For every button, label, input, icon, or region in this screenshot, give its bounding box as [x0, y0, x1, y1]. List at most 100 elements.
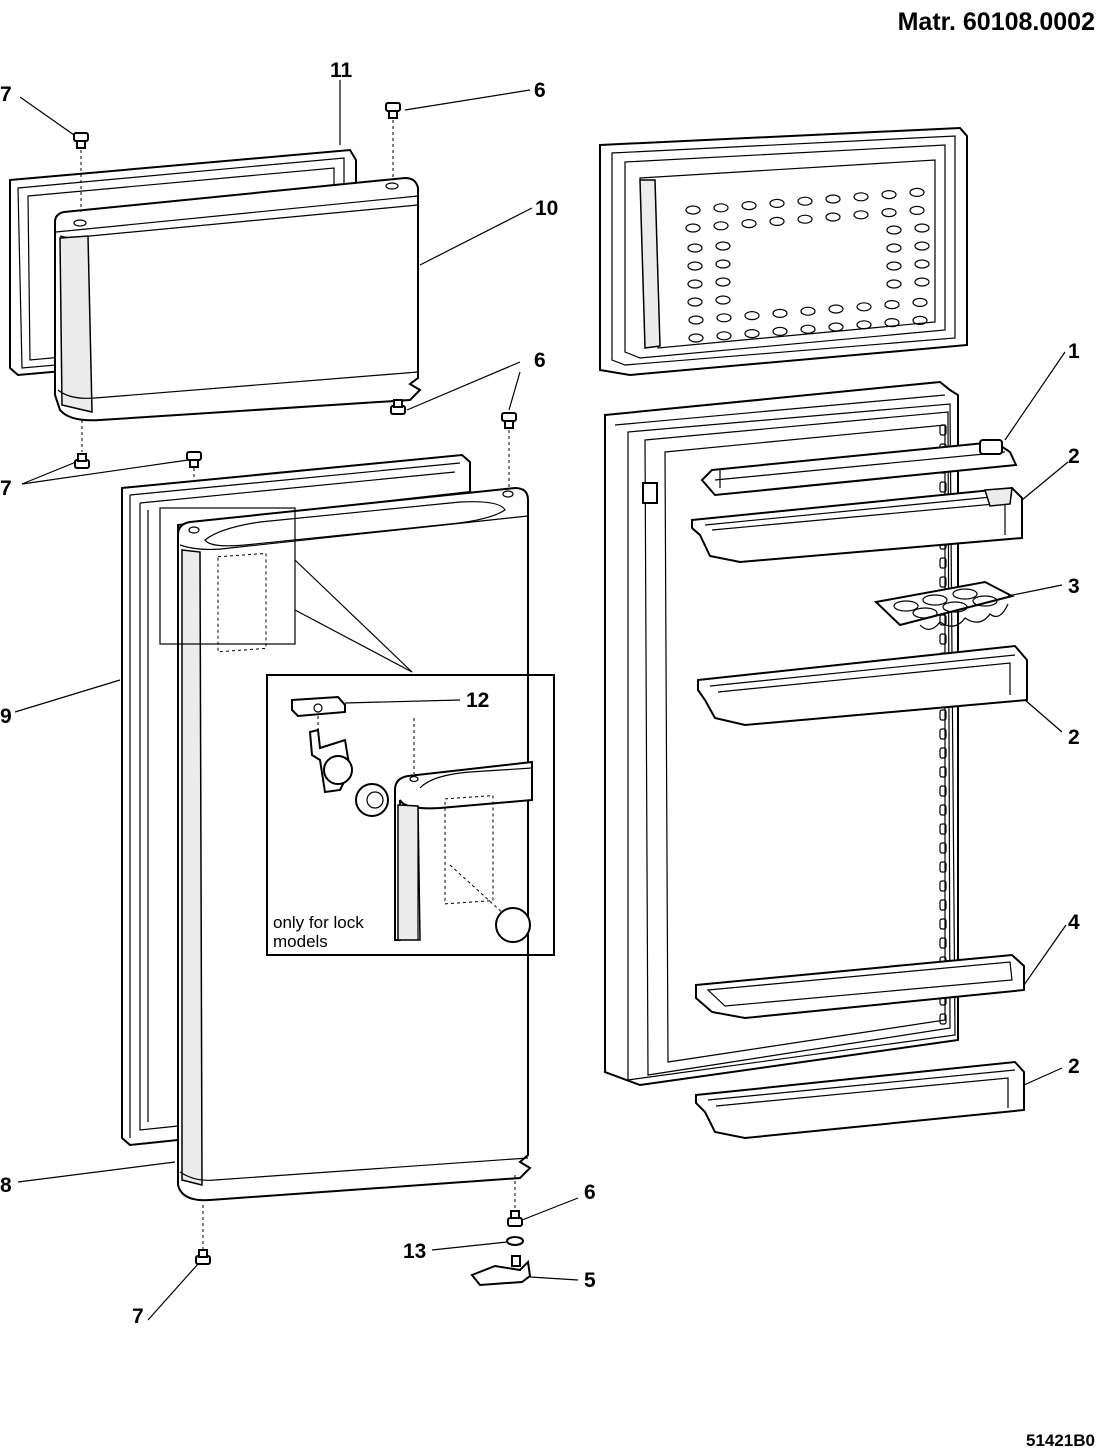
- callout-6-mid: 6: [534, 349, 546, 372]
- egg-tray: [873, 580, 1015, 630]
- dimple: [853, 210, 869, 220]
- callout-11: 11: [330, 59, 353, 82]
- screw-fridge-bottom-left: [195, 1249, 211, 1265]
- rail-bump: [939, 918, 947, 930]
- dimple: [687, 297, 703, 307]
- dimple: [856, 320, 872, 330]
- callout-2-upper: 2: [1068, 445, 1080, 468]
- rail-bump: [939, 899, 947, 911]
- material-code: Matr. 60108.0002: [898, 8, 1095, 36]
- dimple: [881, 208, 897, 218]
- dimple: [688, 333, 704, 343]
- rail-bump: [939, 880, 947, 892]
- screw-top-left: [73, 132, 89, 149]
- frame-shelf: [695, 953, 1025, 1020]
- dimple: [744, 311, 760, 321]
- lock-detail-inset: only for lock models: [266, 674, 555, 956]
- dimple: [716, 331, 732, 341]
- dimple: [716, 313, 732, 323]
- dimple: [886, 279, 902, 289]
- bottom-hinge: [470, 1259, 532, 1287]
- zoom-area-box: [159, 507, 296, 645]
- lock-bracket: [291, 695, 346, 718]
- dimple: [797, 196, 813, 206]
- lock-ring: [355, 783, 389, 817]
- callout-2-bottom: 2: [1068, 1055, 1080, 1078]
- door-balcony-upper: [691, 486, 1023, 564]
- rail-bump: [939, 842, 947, 854]
- lock-knob: [495, 907, 531, 943]
- rail-bump: [939, 937, 947, 949]
- dimple: [825, 194, 841, 204]
- dimple: [715, 259, 731, 269]
- dimple: [769, 216, 785, 226]
- hinge-washer: [506, 1236, 524, 1246]
- dimple: [685, 223, 701, 233]
- callout-7-mid: 7: [0, 477, 12, 500]
- callout-13: 13: [403, 1240, 426, 1263]
- callout-3: 3: [1068, 575, 1080, 598]
- dimple: [713, 221, 729, 231]
- dimple: [769, 198, 785, 208]
- rail-bump: [939, 1013, 947, 1025]
- dimple: [909, 187, 925, 197]
- dimple: [687, 279, 703, 289]
- dimple: [715, 241, 731, 251]
- dimple: [687, 243, 703, 253]
- dimple: [741, 201, 757, 211]
- rail-bump: [939, 728, 947, 740]
- dimple: [881, 190, 897, 200]
- door-balcony-middle: [697, 644, 1028, 727]
- dimple: [741, 219, 757, 229]
- rail-bump: [939, 481, 947, 493]
- dimple: [912, 315, 928, 325]
- callout-1: 1: [1068, 340, 1080, 363]
- rail-bump: [939, 614, 947, 626]
- freezer-door: [54, 176, 422, 422]
- callout-4: 4: [1068, 911, 1080, 934]
- dimple: [886, 225, 902, 235]
- inset-note-line1: only for lock: [273, 913, 364, 932]
- dimple: [912, 297, 928, 307]
- inset-note-line2: models: [273, 932, 328, 951]
- rail-bump: [939, 424, 947, 436]
- dimple: [772, 308, 788, 318]
- dimple: [828, 304, 844, 314]
- dimple: [853, 192, 869, 202]
- dimple: [886, 243, 902, 253]
- callout-7-top: 7: [0, 83, 12, 106]
- dimple: [914, 277, 930, 287]
- screw-freezer-bottom-right: [390, 399, 406, 415]
- callout-12: 12: [466, 689, 489, 712]
- freezer-panel-dimples: [685, 187, 930, 343]
- screw-fridge-bottom-right: [507, 1210, 523, 1227]
- dimple: [828, 322, 844, 332]
- rail-bump: [939, 576, 947, 588]
- dimple: [800, 306, 816, 316]
- screw-top-right: [385, 102, 401, 119]
- screw-fridge-top-right: [501, 412, 517, 429]
- dimple: [688, 315, 704, 325]
- dimple: [715, 295, 731, 305]
- dimple: [886, 261, 902, 271]
- dimple: [685, 205, 701, 215]
- fridge-door-gasket: [121, 453, 471, 1147]
- rail-bump: [939, 861, 947, 873]
- callout-6-bottom: 6: [584, 1181, 596, 1204]
- dimple: [772, 326, 788, 336]
- screw-fridge-top-left: [186, 451, 202, 468]
- dimple: [800, 324, 816, 334]
- fridge-inner-panel: [604, 380, 959, 1087]
- callout-8: 8: [0, 1174, 12, 1197]
- dimple: [914, 241, 930, 251]
- dimple: [744, 329, 760, 339]
- dimple: [713, 203, 729, 213]
- rail-bump: [939, 804, 947, 816]
- dimple: [856, 302, 872, 312]
- dimple: [825, 212, 841, 222]
- dimple: [909, 205, 925, 215]
- callout-7-bottom: 7: [132, 1305, 144, 1328]
- drawing-code: 51421B0: [1026, 1431, 1095, 1450]
